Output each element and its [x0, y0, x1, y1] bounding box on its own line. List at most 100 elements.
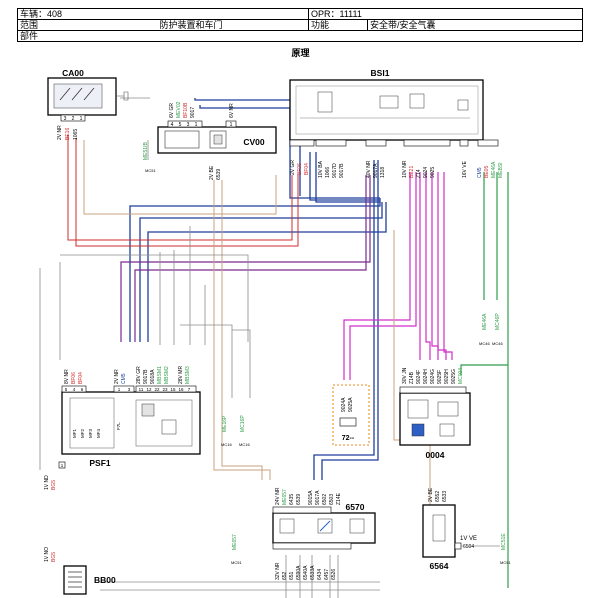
svg-text:BE16: BE16: [65, 128, 71, 140]
svg-text:6540A: 6540A: [303, 565, 309, 580]
svg-text:6: 6: [81, 387, 84, 392]
svg-text:1066: 1066: [325, 167, 331, 178]
svg-text:6503: 6503: [329, 494, 335, 505]
svg-text:6533: 6533: [442, 491, 448, 502]
svg-text:3: 3: [187, 122, 190, 128]
svg-text:6539: 6539: [216, 169, 222, 180]
wire-group-green: [460, 172, 509, 588]
scope-value: 防护装置和车门: [159, 20, 223, 30]
svg-text:6502: 6502: [322, 494, 328, 505]
svg-text:1V NO: 1V NO: [44, 547, 50, 562]
svg-text:6V GR: 6V GR: [169, 103, 175, 118]
svg-text:8V NR: 8V NR: [64, 369, 70, 384]
svg-text:1: 1: [118, 387, 121, 392]
svg-text:2V GR: 2V GR: [290, 160, 296, 175]
ca00-ground-symbol: [116, 91, 129, 101]
wire-group-blue: [129, 98, 387, 480]
svg-text:23: 23: [162, 387, 168, 392]
svg-text:9025G: 9025G: [451, 369, 457, 384]
svg-text:1: 1: [230, 122, 233, 128]
wire-tan-3: [221, 180, 263, 480]
wire-blue-9: [313, 160, 375, 480]
svg-text:CM5: CM5: [121, 373, 127, 384]
wire-magenta-1: [343, 172, 411, 380]
svg-text:22: 22: [154, 387, 160, 392]
u0004-title: 0004: [426, 450, 445, 460]
wire-blue-10: [321, 160, 379, 480]
psf1-component: PSF1 MF1 MF2 MF3 MF4 F7L 5 4 6 1 3 11 12…: [61, 366, 250, 468]
u0004-component: 0004 30V JN Z14B 9024F 9024H 9024G 9025F…: [399, 367, 471, 460]
svg-text:ME16P: ME16P: [222, 415, 228, 432]
svg-text:10V NR: 10V NR: [402, 160, 408, 178]
wire-green-4: [460, 364, 508, 375]
svg-text:9024F: 9024F: [416, 370, 422, 384]
svg-text:1: 1: [195, 122, 198, 128]
wire-blue-5: [315, 152, 380, 203]
svg-text:1: 1: [61, 463, 64, 468]
svg-text:MF4: MF4: [96, 429, 101, 438]
scope-label: 范围: [20, 20, 39, 30]
svg-text:9025H: 9025H: [444, 369, 450, 384]
svg-text:12: 12: [146, 387, 152, 392]
wire-magenta-6: [437, 172, 447, 360]
section-title: 原理: [291, 48, 310, 58]
svg-text:2V BE: 2V BE: [209, 165, 215, 180]
svg-text:651: 651: [289, 571, 295, 580]
svg-text:30V JN: 30V JN: [402, 367, 408, 384]
svg-text:24V NR: 24V NR: [275, 487, 281, 505]
svg-text:MC46: MC46: [492, 341, 503, 346]
svg-text:2V NR: 2V NR: [57, 125, 63, 140]
svg-text:9017B: 9017B: [143, 369, 149, 384]
svg-text:BF06: BF06: [71, 372, 77, 384]
bb00-component: BB00: [63, 565, 116, 595]
svg-text:652: 652: [282, 571, 288, 580]
svg-text:Z14E: Z14E: [336, 492, 342, 505]
wire-group-purple: [120, 175, 371, 342]
wire-blue-6: [129, 198, 381, 342]
svg-text:BF04: BF04: [304, 163, 310, 175]
svg-text:Z14B: Z14B: [409, 371, 415, 384]
svg-text:MBSM2: MBSM2: [164, 366, 170, 384]
wire-blue-8: [147, 202, 387, 342]
svg-text:MF3: MF3: [88, 429, 93, 438]
wire-magenta-7: [443, 172, 453, 360]
header-table: 车辆：408 OPR：11111 范围 防护装置和车门 功能 安全带/安全气囊 …: [17, 8, 583, 42]
svg-text:6552: 6552: [435, 491, 441, 502]
svg-text:1V ND: 1V ND: [44, 475, 50, 490]
svg-text:9015A: 9015A: [308, 490, 314, 505]
svg-text:9024A: 9024A: [341, 397, 347, 412]
svg-text:MBSM1: MBSM1: [157, 366, 163, 384]
svg-text:5: 5: [65, 387, 68, 392]
ca00-title: CA00: [62, 68, 84, 78]
svg-text:ME657: ME657: [282, 489, 288, 505]
svg-text:ME46A: ME46A: [491, 161, 497, 178]
svg-text:16: 16: [178, 387, 184, 392]
wire-tan-4: [393, 230, 431, 505]
svg-text:MEBSI: MEBSI: [498, 162, 504, 178]
svg-text:9017: 9017: [190, 107, 196, 118]
svg-text:6435: 6435: [289, 494, 295, 505]
wire-gray-9: [180, 324, 233, 398]
svg-text:9024G: 9024G: [430, 369, 436, 384]
svg-text:BF04: BF04: [78, 372, 84, 384]
svg-text:MC16: MC16: [239, 442, 250, 447]
svg-text:2: 2: [72, 116, 75, 122]
svg-text:9017B: 9017B: [339, 163, 345, 178]
svg-text:6590A: 6590A: [296, 565, 302, 580]
ca00-component: CA00 3 2 1 2V NR BE16 1065: [47, 68, 129, 140]
wire-magenta-2: [349, 172, 417, 380]
svg-text:1318: 1318: [380, 167, 386, 178]
svg-text:16V VE: 16V VE: [462, 160, 468, 178]
svg-text:1V VE: 1V VE: [460, 536, 477, 542]
wire-gray-10: [232, 329, 251, 398]
svg-text:9025: 9025: [430, 167, 436, 178]
svg-text:6504: 6504: [463, 544, 474, 550]
svg-text:F7L: F7L: [116, 422, 121, 430]
svg-text:BE05: BE05: [484, 166, 490, 178]
svg-text:BF06: BF06: [297, 163, 303, 175]
wire-group-red: [67, 135, 299, 247]
svg-text:10V BA: 10V BA: [318, 160, 324, 178]
psf1-title: PSF1: [89, 458, 111, 468]
svg-text:Z14: Z14: [416, 169, 422, 178]
